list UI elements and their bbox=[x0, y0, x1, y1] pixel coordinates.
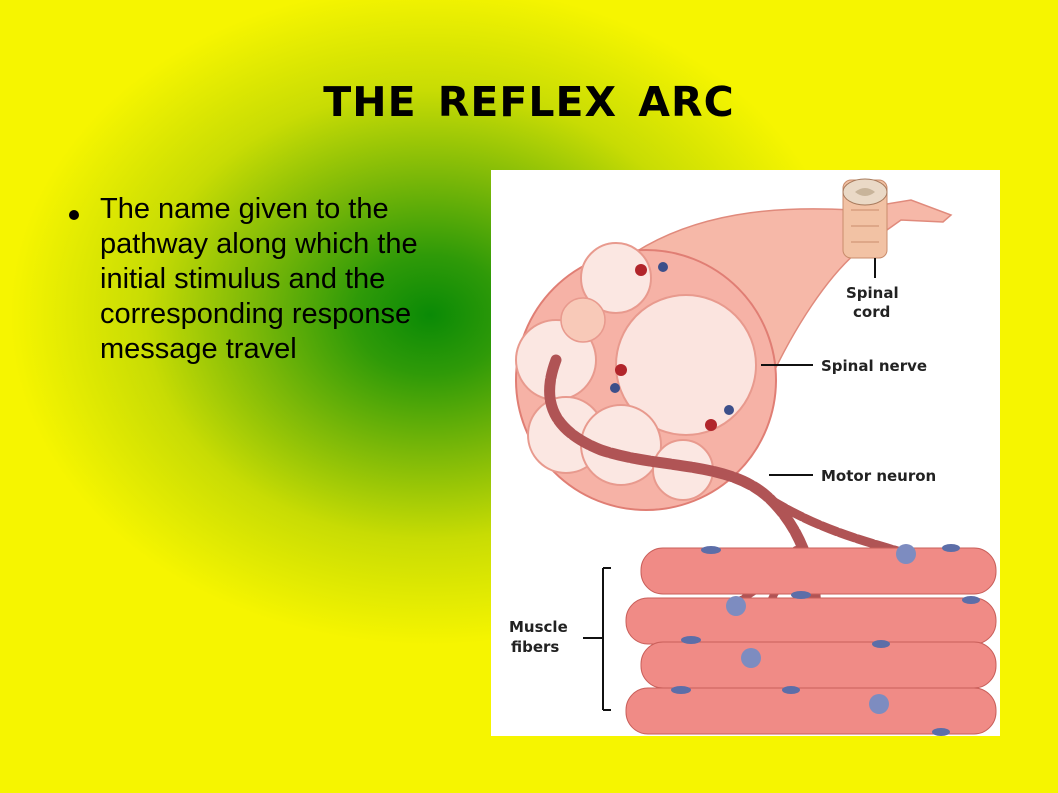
spinal-cord-icon bbox=[842, 178, 888, 259]
slide-title: The Reflex Arc bbox=[323, 62, 735, 130]
bullet-item: The name given to the pathway along whic… bbox=[62, 192, 472, 367]
label-muscle-fibers-2: fibers bbox=[511, 638, 559, 656]
reflex-arc-diagram: Spinal cord Spinal nerve Motor neuron Mu… bbox=[491, 170, 1000, 736]
label-spinal-cord-1: Spinal bbox=[846, 284, 899, 302]
bullet-text: The name given to the pathway along whic… bbox=[100, 193, 418, 365]
label-spinal-nerve: Spinal nerve bbox=[821, 357, 927, 375]
bullet-dot-icon bbox=[69, 210, 79, 220]
leader-lines bbox=[583, 258, 876, 711]
label-motor-neuron: Motor neuron bbox=[821, 467, 936, 485]
bullet-list: The name given to the pathway along whic… bbox=[62, 192, 472, 367]
muscle-fibers bbox=[625, 544, 997, 736]
diagram-svg: Spinal cord Spinal nerve Motor neuron Mu… bbox=[509, 178, 997, 736]
label-muscle-fibers-1: Muscle bbox=[509, 618, 568, 636]
label-spinal-cord-2: cord bbox=[853, 303, 890, 321]
